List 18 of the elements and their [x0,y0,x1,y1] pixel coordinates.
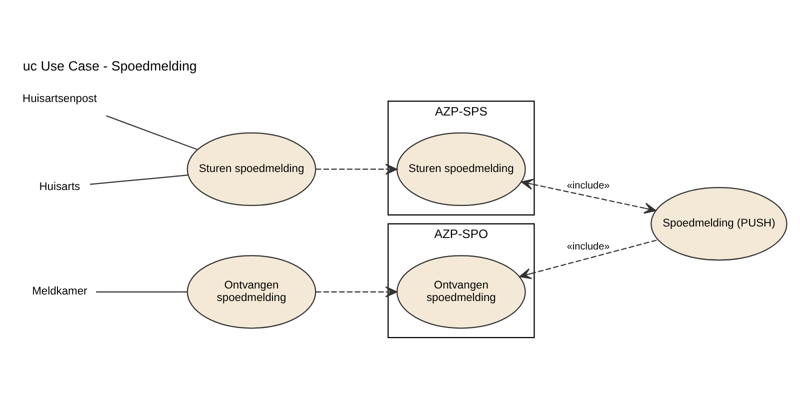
edge-label: «include» [566,180,610,191]
arrow [316,163,398,174]
node-ellipse: Spoedmelding (PUSH) [650,186,788,260]
node-text: Huisarts [39,180,80,192]
node-text: Meldkamer [32,285,88,298]
node-ellipse: Ontvangen spoedmelding [186,254,316,328]
node-ellipse: Sturen spoedmelding [186,132,316,206]
connector [96,290,188,292]
arrow [519,238,658,279]
arrow [316,286,398,297]
node-text: Huisartsenpost [22,92,97,104]
node-ellipse: Ontvangen spoedmelding [396,254,526,328]
connector [106,114,198,150]
diagram-title: uc Use Case - Spoedmelding [22,58,197,74]
edge-label: «include» [566,241,610,252]
node-ellipse: Sturen spoedmelding [396,132,526,206]
connector [90,174,188,184]
arrow [521,178,656,214]
